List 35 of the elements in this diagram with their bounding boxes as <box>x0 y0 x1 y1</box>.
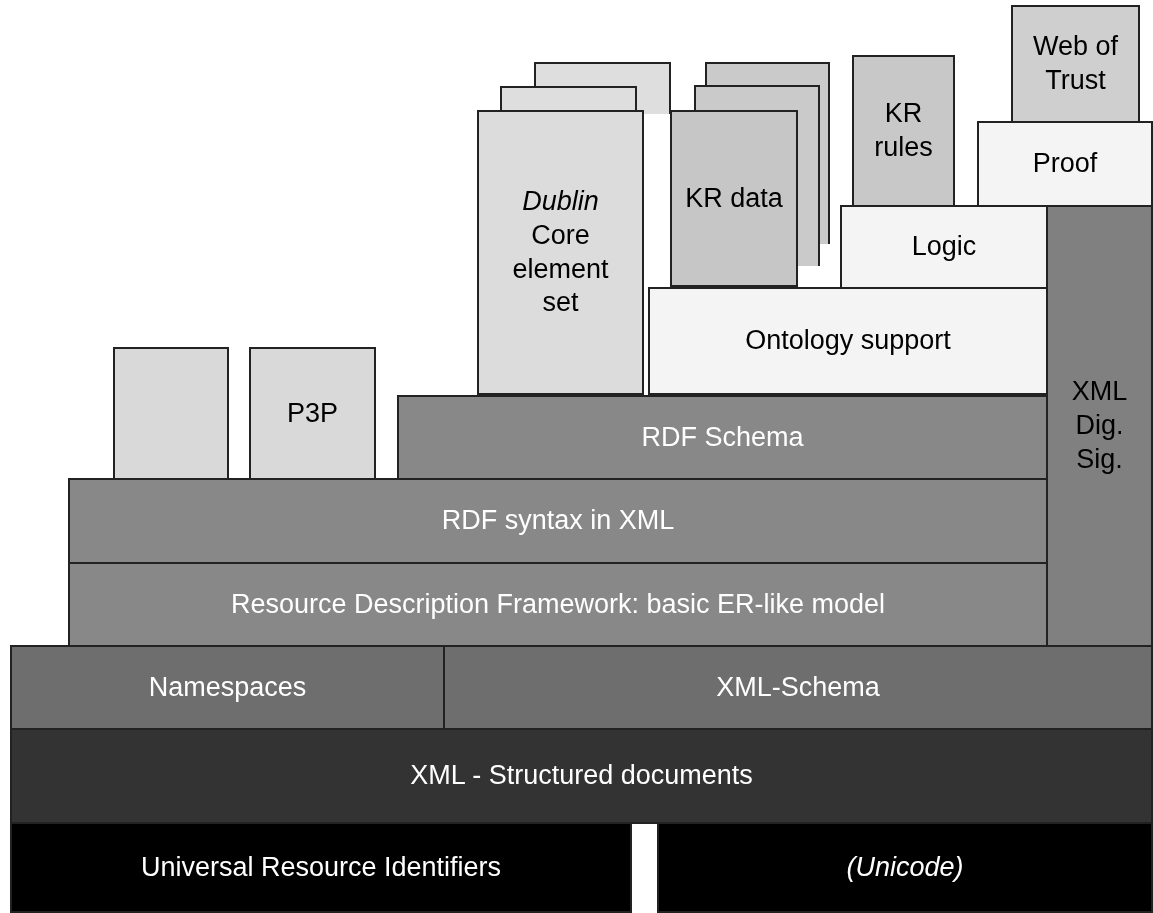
layer-label: KR rules <box>873 97 934 164</box>
layer-box <box>443 645 1153 730</box>
layer-label: Ontology support <box>744 324 952 358</box>
layer-box <box>1011 5 1140 123</box>
layer-label: RDF Schema <box>640 420 805 454</box>
layer-box <box>10 728 1153 824</box>
layer-label: XML Dig. Sig. <box>1070 375 1129 476</box>
layer-label: Dublin Core element set <box>511 185 610 320</box>
layer-label: RDF syntax in XML <box>440 504 676 538</box>
document-card <box>670 62 830 287</box>
layer-box <box>68 478 1048 564</box>
layer-label: Web of Trust <box>1031 30 1120 97</box>
layer-box <box>657 822 1153 913</box>
layer-box <box>68 562 1048 647</box>
layer-label: (Unicode) <box>845 850 965 884</box>
layer-label: Namespaces <box>147 670 308 704</box>
layer-label: P3P <box>285 396 339 430</box>
blank-card <box>113 347 229 480</box>
layer-box <box>977 121 1153 207</box>
layer-box <box>1046 205 1153 647</box>
layer-label: XML - Structured documents <box>409 759 754 793</box>
layer-label: Proof <box>1031 147 1099 181</box>
layer-box <box>10 645 445 730</box>
document-card <box>477 62 671 395</box>
layer-box <box>852 55 955 207</box>
layer-label: XML-Schema <box>715 670 881 704</box>
layer-label: KR data <box>684 181 784 215</box>
layer-label: Universal Resource Identifiers <box>139 850 503 884</box>
layer-box <box>648 287 1048 395</box>
layer-label: Logic <box>910 230 978 264</box>
layer-box <box>840 205 1048 289</box>
layer-box <box>249 347 376 480</box>
layer-box <box>10 822 632 913</box>
layer-box <box>397 395 1048 480</box>
layer-label: Resource Description Framework: basic ER-like model <box>229 587 887 621</box>
